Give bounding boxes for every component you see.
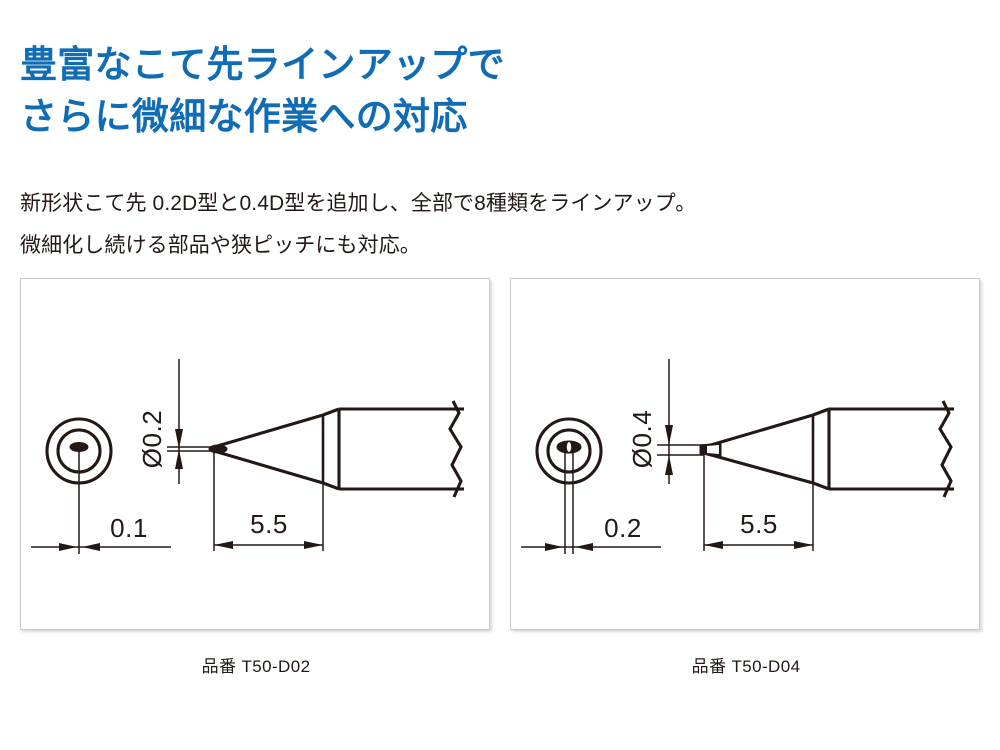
side-view-d04 bbox=[699, 400, 954, 498]
headline-line-1: 豊富なこて先ラインアップで bbox=[20, 43, 505, 85]
technical-drawing-d02: Ø0.2 0.1 5.5 bbox=[31, 359, 464, 554]
technical-drawing-d04: Ø0.4 0.2 5.5 bbox=[521, 359, 954, 554]
caption-d04: 品番 T50-D04 bbox=[691, 657, 801, 676]
product-card-d02: Ø0.2 0.1 5.5 bbox=[20, 278, 492, 677]
lede-line-1: 新形状こて先 0.2D型と0.4D型を追加し、全部で8種類をラインアップ。 bbox=[20, 192, 697, 215]
drawing-panel-d04: Ø0.4 0.2 5.5 bbox=[510, 278, 980, 630]
tip-length-dimension-d04: 5.5 bbox=[703, 453, 814, 551]
dim-label-tip-diameter-d04: Ø0.4 bbox=[627, 410, 657, 468]
tip-diameter-dimension-d02: Ø0.2 bbox=[137, 359, 214, 484]
side-view-d02 bbox=[208, 400, 464, 498]
tip-length-dimension-d02: 5.5 bbox=[213, 451, 324, 551]
tip-face-dimension-d04: 0.2 bbox=[521, 513, 661, 551]
dim-label-tip-length-d04: 5.5 bbox=[740, 509, 778, 539]
headline-line-2: さらに微細な作業への対応 bbox=[20, 96, 468, 138]
product-card-d04: Ø0.4 0.2 5.5 bbox=[510, 278, 982, 677]
lede-paragraph: 新形状こて先 0.2D型と0.4D型を追加し、全部で8種類をラインアップ。 微細… bbox=[20, 183, 980, 267]
lede-line-2: 微細化し続ける部品や狭ピッチにも対応。 bbox=[20, 234, 421, 257]
dim-label-tip-face-d04: 0.2 bbox=[604, 513, 642, 543]
dim-label-tip-length-d02: 5.5 bbox=[250, 509, 288, 539]
drawing-panel-d02: Ø0.2 0.1 5.5 bbox=[20, 278, 490, 630]
dim-label-tip-diameter-d02: Ø0.2 bbox=[137, 410, 167, 468]
front-view-d04 bbox=[535, 417, 603, 554]
dim-label-tip-face-d02: 0.1 bbox=[110, 513, 148, 543]
tip-diameter-dimension-d04: Ø0.4 bbox=[627, 359, 704, 484]
page-headline: 豊富なこて先ラインアップで さらに微細な作業への対応 bbox=[20, 39, 920, 144]
tip-face-dimension-d02: 0.1 bbox=[31, 513, 171, 551]
front-view-d02 bbox=[45, 417, 113, 554]
product-panels: Ø0.2 0.1 5.5 bbox=[20, 278, 982, 677]
caption-d02: 品番 T50-D02 bbox=[201, 657, 311, 676]
